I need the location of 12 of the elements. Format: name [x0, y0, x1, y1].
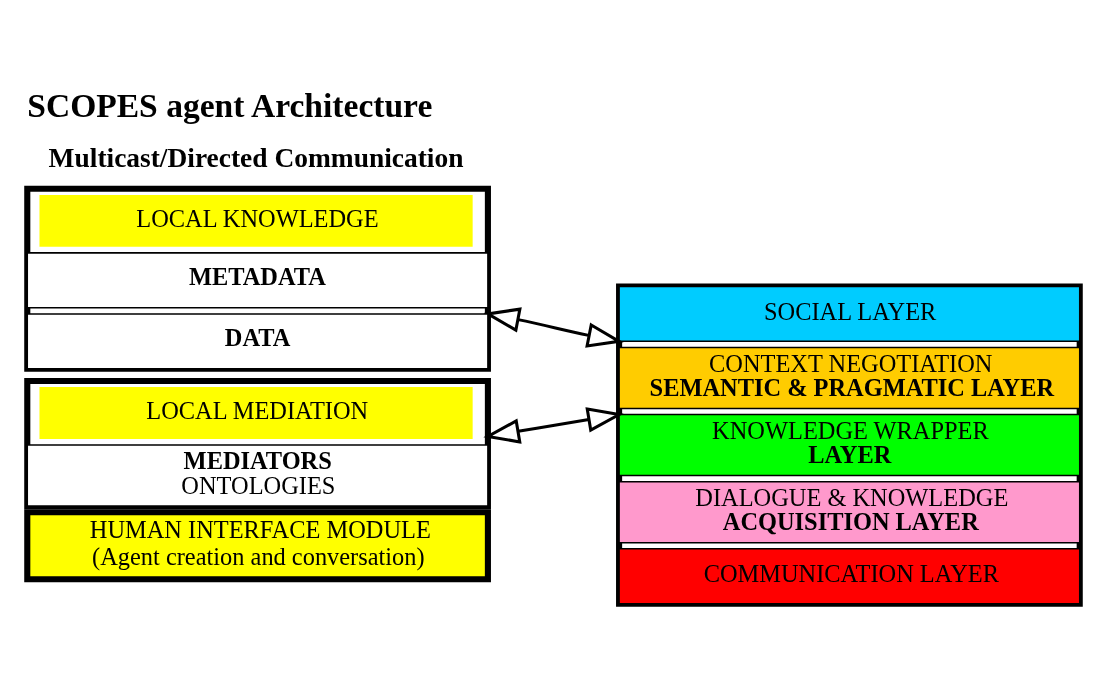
node-box: MEDIATORS ONTOLOGIES — [26, 443, 489, 507]
node-box: KNOWLEDGE WRAPPER LAYER — [618, 413, 1081, 476]
node-box: DATA — [26, 312, 489, 370]
node-box: SOCIAL LAYER — [618, 285, 1081, 342]
node-box: DIALOGUE & KNOWLEDGE ACQUISITION LAYER — [618, 480, 1081, 543]
diagram-title: SCOPES agent Architecture — [27, 86, 433, 124]
node-box: COMMUNICATION LAYER — [618, 547, 1081, 604]
label: Multicast/Directed Communication — [48, 142, 464, 173]
node-box: CONTEXT NEGOTIATION SEMANTIC & PRAGMATIC LAYER — [618, 346, 1081, 409]
arrow — [483, 406, 624, 444]
node-box: METADATA — [26, 251, 489, 309]
node-box: HUMAN INTERFACE MODULE (Agent creation and conversation) — [24, 508, 491, 582]
